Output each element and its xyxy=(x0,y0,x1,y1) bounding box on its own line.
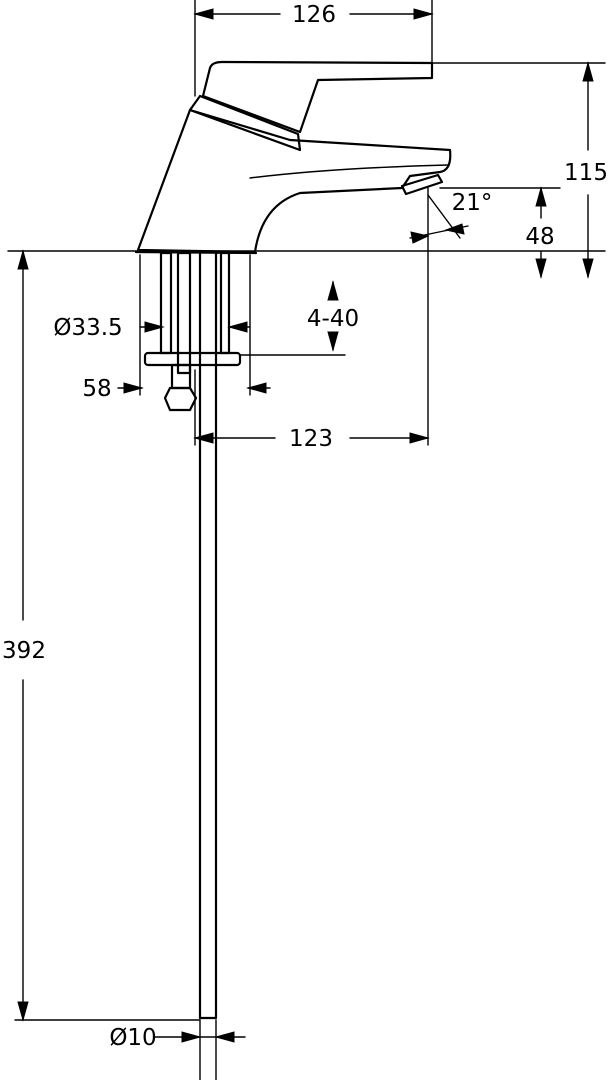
shank-right xyxy=(219,251,231,355)
nut-stem xyxy=(170,363,192,390)
label-width-total: 126 xyxy=(292,2,336,28)
aerator xyxy=(400,173,444,196)
threaded-rod xyxy=(176,251,192,375)
fixing-nut xyxy=(163,386,198,412)
supply-hose xyxy=(198,251,218,1020)
label-spout-height: 48 xyxy=(525,224,554,250)
label-shank-diameter: Ø33.5 xyxy=(53,315,122,341)
shank-left xyxy=(159,251,173,355)
label-height-total: 115 xyxy=(564,160,608,186)
spout-contour xyxy=(249,164,449,179)
base-line xyxy=(134,250,258,255)
lever-cartridge xyxy=(188,94,302,152)
spout-body xyxy=(136,108,452,254)
label-hose-length: 392 xyxy=(2,638,46,664)
label-spout-angle: 21° xyxy=(452,190,493,216)
label-hose-diameter: Ø10 xyxy=(109,1025,156,1051)
dimension-labels: 126 115 48 21° Ø33.5 4-40 58 123 392 Ø10 xyxy=(2,2,608,1051)
dimension-lines xyxy=(17,8,594,1043)
lever-handle xyxy=(201,60,434,134)
label-spout-reach: 123 xyxy=(289,426,333,452)
label-counter-thickness: 4-40 xyxy=(307,306,359,332)
faucet-body xyxy=(134,60,452,255)
hose-outline xyxy=(198,251,218,1020)
mounting-hardware xyxy=(143,251,242,412)
label-base-plate: 58 xyxy=(82,376,111,402)
extension-lines xyxy=(7,0,606,1080)
washer-plate xyxy=(143,351,242,367)
